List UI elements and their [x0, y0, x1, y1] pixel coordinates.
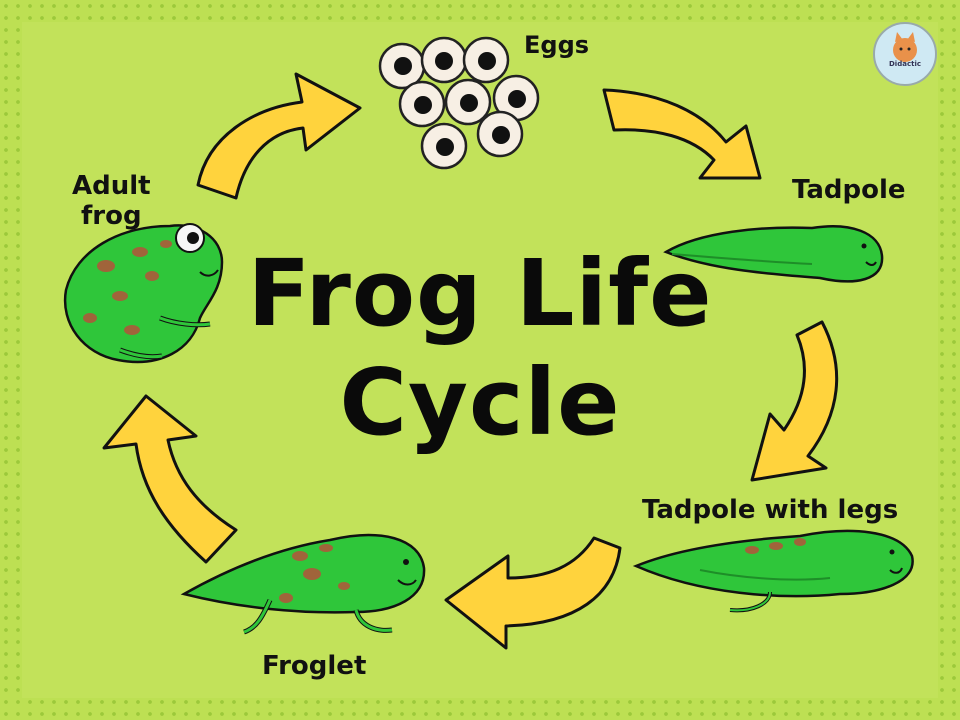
eggs-cluster-icon — [378, 36, 540, 170]
label-adult-frog: Adult frog — [72, 171, 151, 232]
label-eggs: Eggs — [524, 31, 590, 59]
tadpole-icon — [663, 225, 884, 283]
arrow-eggs-to-tadpole — [602, 88, 762, 180]
title-line1: Frog Life — [247, 240, 713, 347]
label-tadpole: Tadpole — [792, 175, 906, 205]
badge-text: Didactic — [889, 60, 921, 68]
adult-frog-icon — [63, 223, 224, 364]
froglet-icon — [180, 533, 426, 635]
label-tadpole-with-legs: Tadpole with legs — [642, 495, 899, 525]
logo-badge: Didactic — [873, 22, 937, 86]
diagram-title: Frog Life Cycle — [180, 240, 780, 457]
title-line2: Cycle — [339, 348, 621, 456]
tadpole-with-legs-icon — [632, 529, 914, 613]
arrow-adult-to-eggs — [196, 72, 362, 200]
label-adult-line1: Adult — [72, 171, 151, 201]
label-froglet: Froglet — [262, 651, 367, 681]
fox-icon — [893, 32, 917, 62]
arrow-legs-to-froglet — [444, 536, 622, 650]
label-adult-line2: frog — [80, 200, 142, 231]
arrow-tadpole-to-legs — [750, 320, 839, 482]
arrow-froglet-to-adult — [102, 394, 238, 564]
